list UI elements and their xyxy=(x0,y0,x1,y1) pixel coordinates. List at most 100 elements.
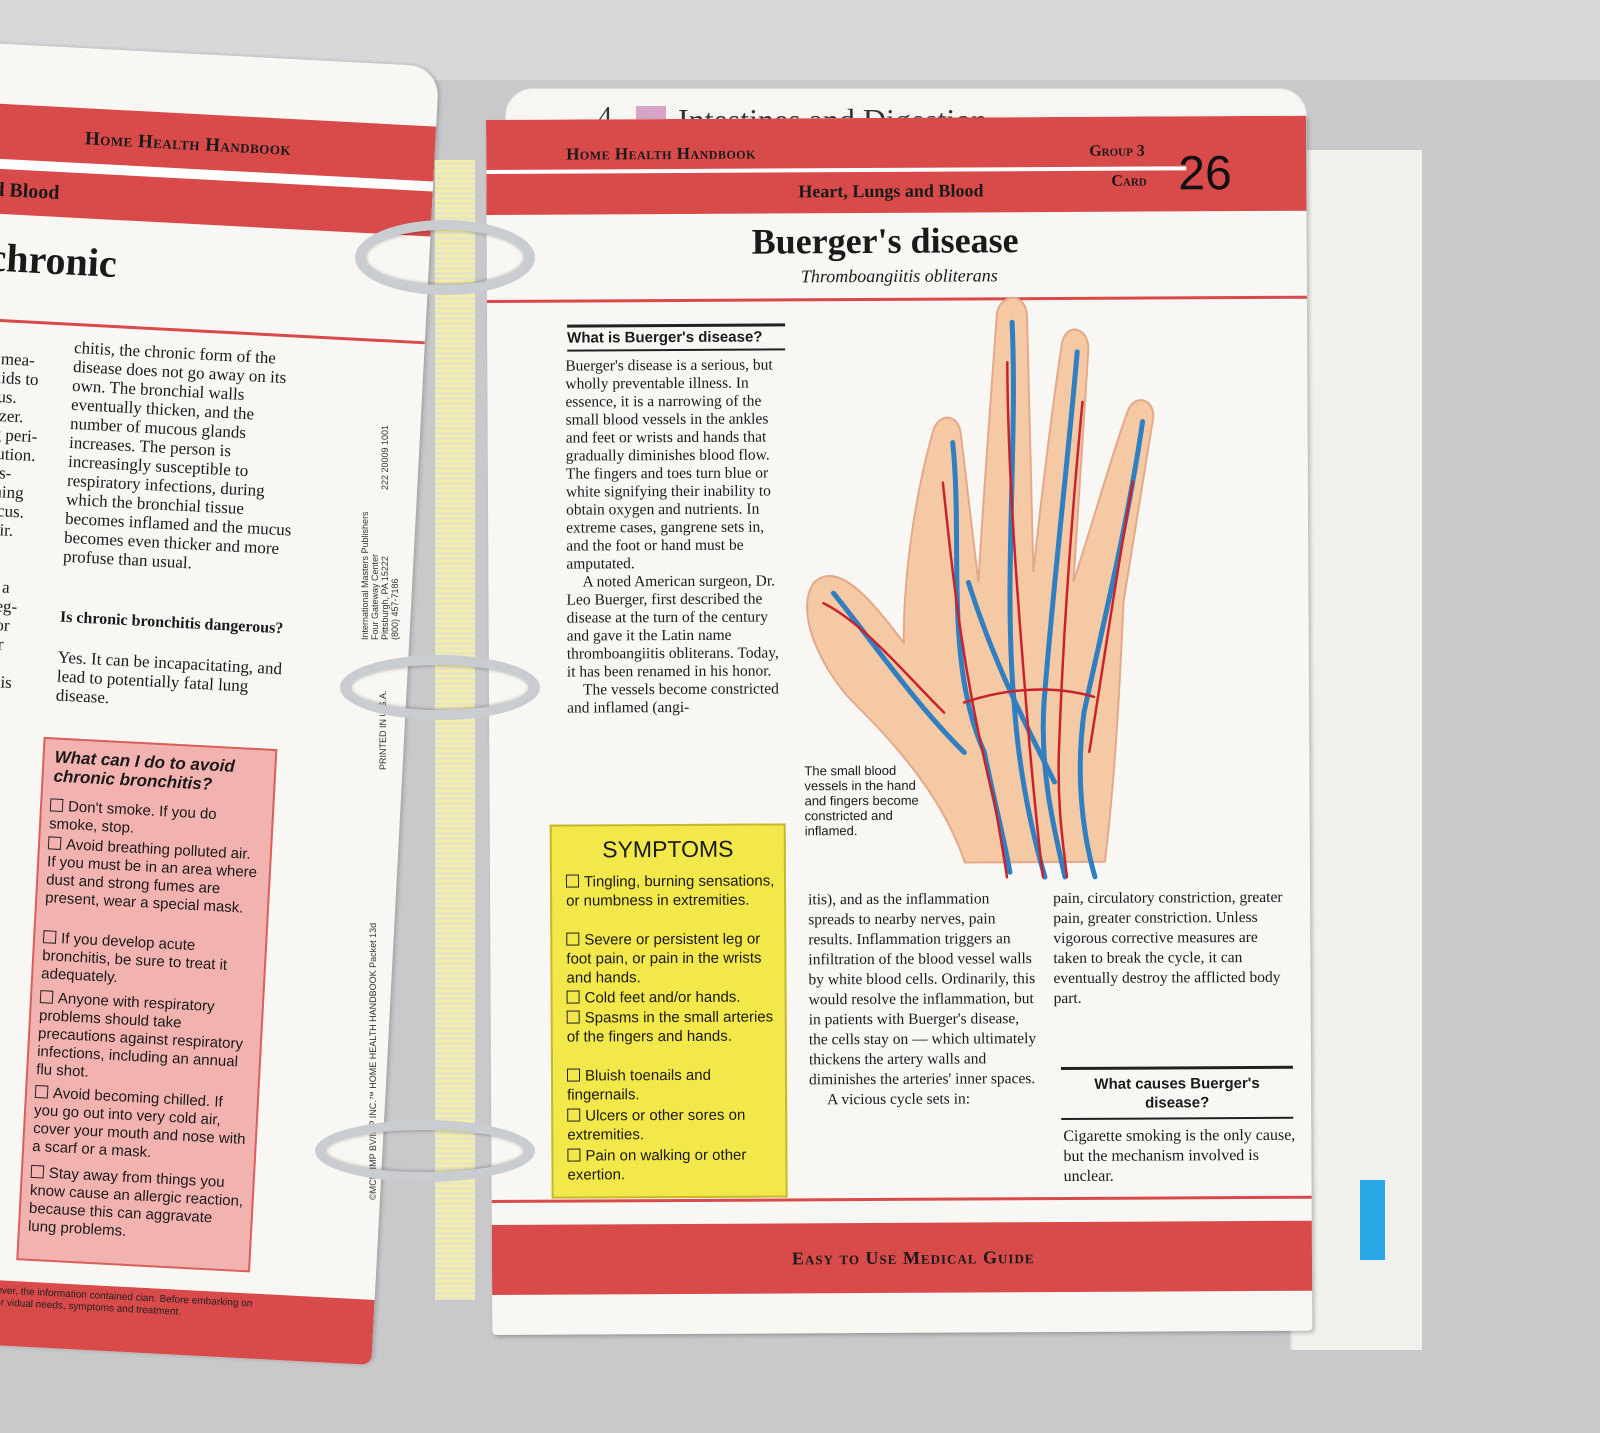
artery-path xyxy=(822,601,946,714)
left-question-heading: Is chronic bronchitis dangerous? xyxy=(59,608,284,638)
left-column-fragment: g xyxy=(0,823,29,846)
left-column-fragment: vith a xyxy=(0,576,11,597)
checkbox-icon xyxy=(47,836,62,850)
checkbox-icon xyxy=(42,930,57,944)
binder-ring-bottom xyxy=(315,1120,535,1182)
left-column-fragment: se. xyxy=(0,652,38,675)
checkbox-icon xyxy=(49,798,64,813)
page-edges xyxy=(435,160,475,1300)
vein-path xyxy=(830,590,967,756)
binder-ring-middle xyxy=(340,655,540,720)
q1-rule-top xyxy=(567,323,786,328)
symptom-item: Cold feet and/or hands. xyxy=(566,987,777,1007)
left-question-body: Yes. It can be incapacitating, and lead … xyxy=(55,647,283,708)
left-column-fragment: ollution. xyxy=(0,443,37,466)
left-column-fragment: por- xyxy=(0,804,30,827)
left-column-body: chitis, the chronic form of the disease … xyxy=(62,337,292,573)
q1-paragraph-3: The vessels become constricted and infla… xyxy=(567,680,779,717)
tip-item: Stay away from things you know cause an … xyxy=(27,1164,244,1240)
q2-rule-bottom xyxy=(1061,1116,1294,1121)
right-header-category: Heart, Lungs and Blood xyxy=(798,180,984,202)
spine-address1: Four Gateway Center xyxy=(370,553,380,640)
tip-item: If you develop acute bronchitis, be sure… xyxy=(40,930,228,987)
artery-path xyxy=(962,688,1096,704)
q1-paragraph-1: Buerger's disease is a serious, but whol… xyxy=(565,356,773,573)
vein-path xyxy=(1040,349,1080,880)
checkbox-icon xyxy=(566,990,580,1004)
right-footer-text: Easy to Use Medical Guide xyxy=(791,1247,1035,1269)
column-2-paragraph-2: A vicious cycle sets in: xyxy=(827,1090,971,1109)
left-column-fragment: ucus. xyxy=(0,386,18,408)
spine-publisher: International Masters Publishers xyxy=(360,511,370,640)
left-column-fragment: ng as xyxy=(0,842,28,865)
left-column-fragment: o? xyxy=(0,728,34,751)
left-column-fragment: h xyxy=(0,766,32,789)
left-column-fragment: other xyxy=(0,632,4,654)
vein-path xyxy=(965,579,1057,785)
left-column-fragment: ds reg- xyxy=(0,595,18,617)
q1-heading: What is Buerger's disease? xyxy=(567,328,763,347)
left-column-fragment: as xyxy=(0,861,27,884)
column-3-body: pain, circulatory constriction, greater … xyxy=(1053,888,1283,1008)
left-column-fragment: y xyxy=(0,955,22,978)
q2-heading: What causes Buerger's disease? xyxy=(1094,1074,1260,1112)
tip-item: Avoid becoming chilled. If you go out in… xyxy=(31,1084,246,1162)
left-title-rule xyxy=(0,314,425,345)
left-column-fragment: can xyxy=(0,898,25,921)
spine-imprint: 222 20009 1001 International Masters Pub… xyxy=(360,400,428,1240)
artery-path xyxy=(941,481,1009,879)
left-column-fragment: ds. xyxy=(0,917,24,940)
prevention-tips-heading: What can I do to avoid chronic bronchiti… xyxy=(53,747,236,794)
symptoms-heading: SYMPTOMS xyxy=(602,835,734,863)
q1-paragraph-2: A noted American surgeon, Dr. Leo Buerge… xyxy=(566,572,779,681)
left-column-fragment: and xyxy=(0,785,31,808)
left-column-fragment: ing peri- xyxy=(0,424,38,447)
checkbox-icon xyxy=(39,990,54,1004)
index-tab-blue xyxy=(1360,1180,1385,1260)
column-2-body: itis), and as the inflammation spreads t… xyxy=(808,889,1039,1110)
tip-item: Avoid breathing polluted air. If you mus… xyxy=(44,836,258,917)
left-page-title: chronic xyxy=(0,234,118,287)
checkbox-icon xyxy=(30,1164,45,1179)
checkbox-icon xyxy=(566,1010,580,1024)
hand-vessels-illustration xyxy=(806,296,1155,880)
symptom-item: Pain on walking or other exertion. xyxy=(567,1146,747,1184)
spine-phone: (800) 457-7186 xyxy=(390,578,400,640)
symptom-item: Bluish toenails and fingernails. xyxy=(566,1066,711,1104)
vein-path xyxy=(1007,319,1048,880)
q2-rule-top xyxy=(1060,1065,1293,1071)
artery-path xyxy=(1057,400,1084,879)
checkbox-icon xyxy=(34,1084,49,1099)
symptom-item: Ulcers or other sores on extremities. xyxy=(567,1106,746,1144)
q1-body: Buerger's disease is a serious, but whol… xyxy=(565,356,787,717)
spine-code: 222 20009 1001 xyxy=(380,424,390,490)
artery-path xyxy=(1088,480,1135,754)
q1-rule-bottom xyxy=(567,348,786,352)
symptom-item: Spasms in the small arteries of the fing… xyxy=(566,1008,774,1046)
symptom-item: Tingling, burning sensations, or numbnes… xyxy=(565,872,775,910)
card-number: 26 xyxy=(1178,147,1232,201)
left-column-fragment: eter xyxy=(0,936,23,959)
spine-address2: Pittsburgh, PA 15222 xyxy=(380,556,390,640)
left-column-fragment: rced xyxy=(0,880,26,903)
symptoms-box: SYMPTOMS Tingling, burning sensations, o… xyxy=(549,823,788,1199)
left-column-fragment: f air xyxy=(0,974,21,997)
left-column-fragment: ughing xyxy=(0,481,25,503)
tip-item: Anyone with respiratory problems should … xyxy=(35,990,244,1081)
left-column-fragment: ray xyxy=(0,993,20,1016)
binder-ring-top xyxy=(355,220,535,295)
left-column-fragment: orizer. xyxy=(0,405,24,427)
left-column-fragment: nt mea- xyxy=(0,348,36,370)
left-column-fragment: ny xyxy=(0,557,43,580)
artery-group xyxy=(822,361,1135,879)
vein-path xyxy=(950,440,1013,875)
card-label: Card xyxy=(1111,172,1147,190)
binder-cover xyxy=(1290,150,1422,1350)
right-header-title: Home Health Handbook xyxy=(566,143,756,164)
q2-body: Cigarette smoking is the only cause, but… xyxy=(1063,1126,1296,1185)
left-column-fragment: pres- xyxy=(0,462,12,483)
left-column-fragment: nedi- xyxy=(0,747,33,770)
left-header-category: nd Blood xyxy=(0,177,61,204)
left-column-fragment: en for xyxy=(0,614,11,635)
illustration-caption: The small blood vessels in the hand and … xyxy=(804,762,919,839)
